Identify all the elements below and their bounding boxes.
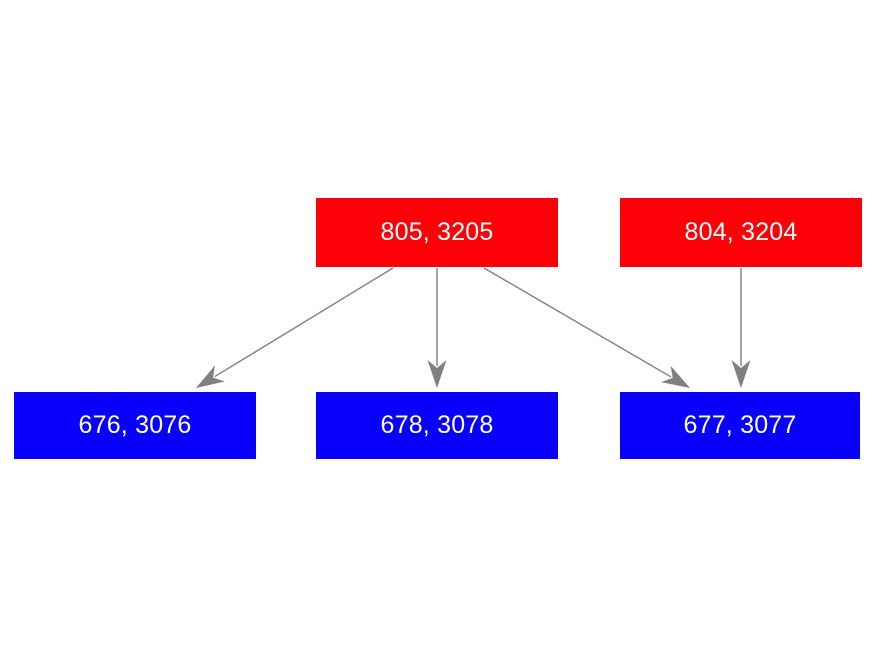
graph-node-804-3204[interactable]: 804, 3204 xyxy=(620,198,862,267)
node-label: 805, 3205 xyxy=(380,218,494,246)
edge-line-e3 xyxy=(483,267,672,378)
node-label: 804, 3204 xyxy=(684,218,798,246)
arrowhead-e4 xyxy=(731,360,751,388)
graph-node-677-3077[interactable]: 677, 3077 xyxy=(620,392,860,459)
graph-node-805-3205[interactable]: 805, 3205 xyxy=(316,198,558,267)
arrowhead-e3 xyxy=(661,365,690,388)
graph-node-678-3078[interactable]: 678, 3078 xyxy=(316,392,558,459)
edge-line-e1 xyxy=(214,267,394,378)
arrowhead-e1 xyxy=(196,365,225,388)
graph-node-676-3076[interactable]: 676, 3076 xyxy=(14,392,256,459)
node-label: 677, 3077 xyxy=(683,411,797,439)
arrowhead-e2 xyxy=(427,360,447,388)
node-label: 678, 3078 xyxy=(380,411,494,439)
node-label: 676, 3076 xyxy=(78,411,192,439)
